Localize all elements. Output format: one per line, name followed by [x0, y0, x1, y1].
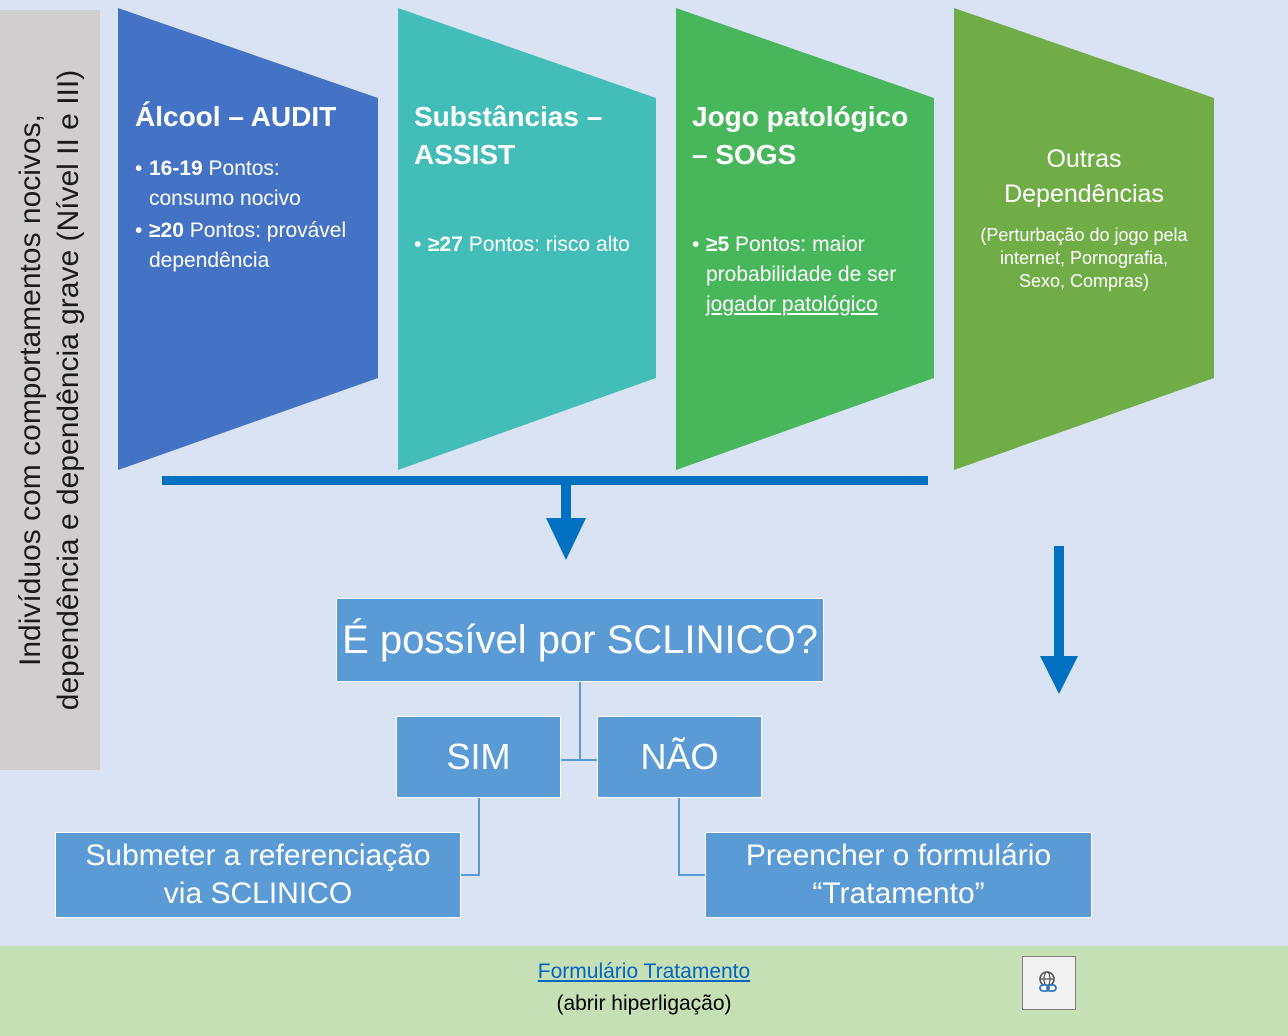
score-range: ≥27: [428, 233, 463, 256]
score-desc: Pontos: risco alto: [462, 233, 630, 256]
score-desc: Pontos: consumo nocivo: [149, 157, 301, 210]
panel-jogo-title: Jogo patológico – SOGS: [692, 101, 909, 170]
panel-jogo-shape: [676, 8, 934, 470]
score-desc: Pontos: maior probabilidade de ser: [706, 233, 897, 286]
panel-outras: Outras Dependências (Perturbação do jogo…: [975, 142, 1193, 293]
yes-action-line1: Submeter a referenciação: [85, 839, 431, 872]
jogador-patologico-link[interactable]: jogador patológico: [706, 293, 878, 316]
score-range: 16-19: [149, 157, 203, 180]
right-arrow-head: [1040, 656, 1078, 694]
no-action-box: Preencher o formulário “Tratamento”: [705, 832, 1092, 918]
connector-yes-action: [461, 798, 480, 876]
score-range: ≥20: [149, 219, 184, 242]
no-action-line2: “Tratamento”: [812, 877, 985, 910]
right-arrow-shaft: [1054, 546, 1064, 656]
hyperlink-button[interactable]: [1022, 956, 1076, 1010]
collector-bar: [162, 476, 928, 485]
side-label: Indivíduos com comportamentos nocivos, d…: [0, 10, 100, 770]
diagram-shapes: [118, 8, 1214, 876]
panel-outras-title: Outras Dependências: [1004, 145, 1164, 208]
question-box: É possível por SCLINICO?: [336, 598, 824, 682]
yes-action-box: Submeter a referenciação via SCLINICO: [55, 832, 461, 918]
center-arrow-shaft: [561, 484, 571, 518]
yes-action-line2: via SCLINICO: [163, 877, 353, 910]
footer-subtext: (abrir hiperligação): [556, 992, 732, 1015]
panel-substancias-item: • ≥27 Pontos: risco alto: [414, 230, 649, 260]
panel-substancias: Substâncias – ASSIST • ≥27 Pontos: risco…: [414, 98, 649, 262]
no-action-line1: Preencher o formulário: [745, 839, 1052, 872]
yes-box: SIM: [396, 716, 561, 798]
panel-alcool: Álcool – AUDIT • 16-19 Pontos: consumo n…: [135, 98, 370, 278]
panel-alcool-list: • 16-19 Pontos: consumo nocivo • ≥20 Pon…: [135, 154, 370, 276]
bullet: •: [135, 219, 143, 242]
panel-alcool-item: • ≥20 Pontos: provável dependência: [135, 216, 370, 276]
connector-no-action: [678, 798, 705, 876]
panel-substancias-shape: [398, 8, 656, 470]
panel-substancias-list: • ≥27 Pontos: risco alto: [414, 230, 649, 260]
bullet: •: [135, 157, 143, 180]
panel-substancias-title: Substâncias – ASSIST: [414, 101, 603, 170]
panel-outras-note: (Perturbação do jogo pela internet, Porn…: [980, 225, 1188, 291]
panel-alcool-title: Álcool – AUDIT: [135, 101, 337, 132]
panel-jogo: Jogo patológico – SOGS • ≥5 Pontos: maio…: [692, 98, 922, 322]
bullet: •: [414, 233, 422, 256]
panel-jogo-list: • ≥5 Pontos: maior probabilidade de ser …: [692, 230, 922, 320]
panel-jogo-item: • ≥5 Pontos: maior probabilidade de ser …: [692, 230, 922, 320]
formulario-tratamento-link[interactable]: Formulário Tratamento: [537, 960, 751, 983]
score-desc: Pontos: provável dependência: [149, 219, 347, 272]
no-box: NÃO: [597, 716, 762, 798]
panel-outras-shape: [954, 8, 1214, 470]
bullet: •: [692, 233, 700, 256]
panel-alcool-item: • 16-19 Pontos: consumo nocivo: [135, 154, 370, 214]
globe-link-icon: [1039, 971, 1057, 992]
center-arrow-head: [546, 518, 586, 560]
footer: Formulário Tratamento (abrir hiperligaçã…: [0, 946, 1288, 1036]
score-range: ≥5: [706, 233, 730, 256]
panel-alcool-shape: [118, 8, 378, 470]
